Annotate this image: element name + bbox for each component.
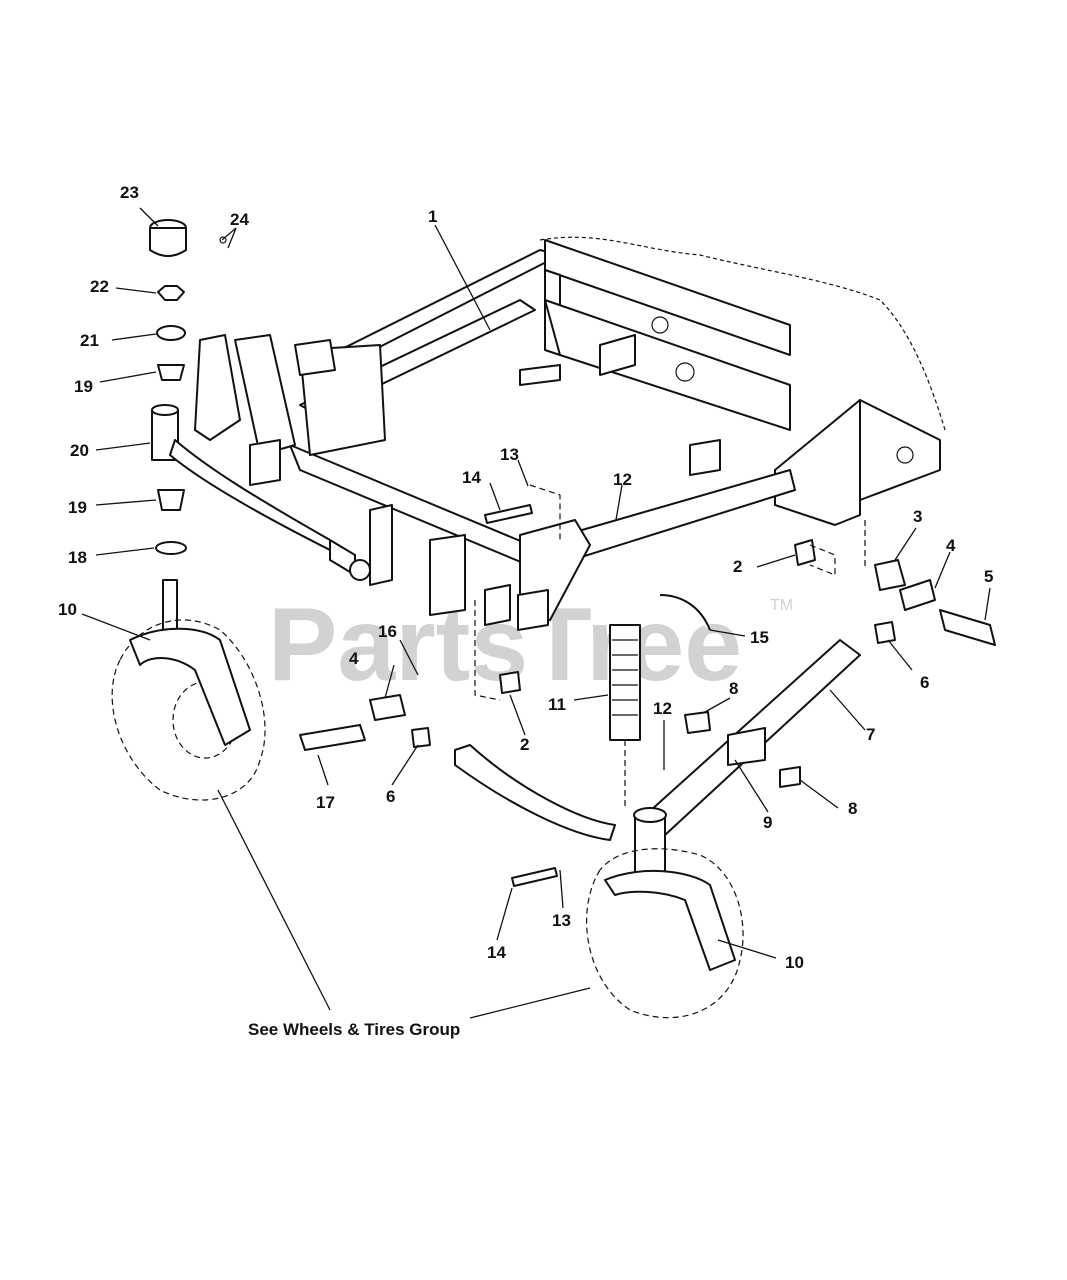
callout-6-right: 6 [920,673,929,692]
callout-8-top: 8 [729,679,738,698]
callout-20: 20 [70,441,89,460]
callout-12-top: 12 [613,470,632,489]
wheels-tires-note: See Wheels & Tires Group [248,1020,460,1039]
callout-2-left: 2 [520,735,529,754]
callout-22: 22 [90,277,109,296]
callout-13-bottom: 13 [552,911,571,930]
callout-19-top: 19 [74,377,93,396]
callout-24: 24 [230,210,249,229]
left-caster-drawing [149,219,371,641]
callout-15: 15 [750,628,769,647]
callout-13-top: 13 [500,445,519,464]
callout-2-right: 2 [733,557,742,576]
callout-23: 23 [120,183,139,202]
callout-18: 18 [68,548,87,567]
callout-6-left: 6 [386,787,395,806]
main-frame-drawing [234,236,946,631]
callout-11: 11 [548,695,566,714]
callout-4-left: 4 [349,649,359,668]
callout-19-bottom: 19 [68,498,87,517]
callout-10-left: 10 [58,600,77,619]
callout-5: 5 [984,567,993,586]
callout-1: 1 [428,207,437,226]
left-wheel-drawing [111,619,266,801]
reference-lines [474,484,866,810]
callout-17: 17 [316,793,335,812]
callout-12-bottom: 12 [653,699,672,718]
callout-labels: 1 23 24 22 21 19 20 19 18 10 14 13 12 2 … [58,183,993,972]
callout-9: 9 [763,813,772,832]
callout-14-bottom: 14 [487,943,506,962]
callout-21: 21 [80,331,99,350]
right-caster-drawing [299,504,996,1019]
callout-3: 3 [913,507,922,526]
callout-7: 7 [866,725,875,744]
leader-lines [81,207,991,1019]
callout-16: 16 [378,622,397,641]
callout-4-right: 4 [946,536,956,555]
callout-8-bottom: 8 [848,799,857,818]
callout-10-right: 10 [785,953,804,972]
callout-14-top: 14 [462,468,481,487]
watermark-trademark: TM [770,597,793,614]
